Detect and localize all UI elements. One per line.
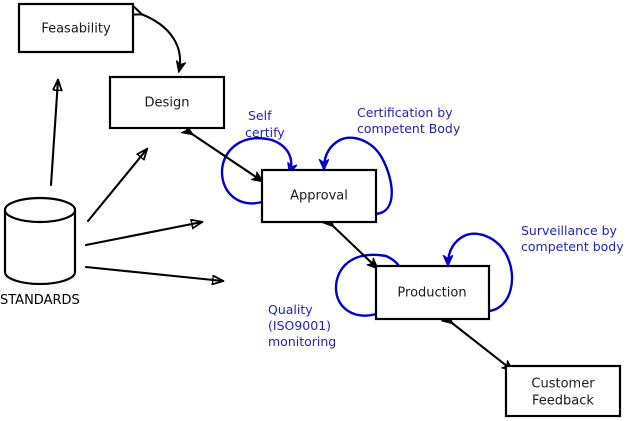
annotation-certification-line2: competent Body: [357, 121, 461, 136]
annotation-self-certify-line1: Self: [248, 108, 272, 123]
node-customer-feedback-label-line2: Feedback: [532, 394, 594, 409]
node-approval-label: Approval: [290, 189, 348, 204]
annotation-quality-monitoring: Quality (ISO9001) monitoring: [268, 302, 336, 349]
annotation-certification: Certification by competent Body: [357, 105, 461, 136]
node-customer-feedback-label-line1: Customer: [531, 377, 595, 392]
annotation-self-certify-line2: certify: [245, 125, 285, 140]
annotation-self-certify: Self certify: [245, 108, 285, 140]
loop-arrow-certification: [324, 136, 393, 216]
annotation-surveillance: Surveillance by competent body: [521, 223, 624, 254]
edge-standards-feasability: [49, 80, 58, 187]
edge-approval-production: [333, 226, 377, 268]
edge-feasability-design: [141, 14, 180, 71]
node-customer-feedback[interactable]: Customer Feedback: [504, 364, 622, 418]
edge-production-customer-feedback: [452, 323, 512, 370]
node-production[interactable]: Production: [374, 264, 491, 321]
edge-standards-production: [84, 265, 223, 281]
edge-standards-approval: [84, 222, 202, 247]
annotation-surveillance-line2: competent body: [521, 239, 624, 254]
edge-standards-design: [86, 149, 147, 223]
annotation-surveillance-line1: Surveillance by: [521, 223, 618, 238]
loop-arrow-surveillance: [448, 232, 514, 313]
node-production-label: Production: [397, 286, 466, 301]
node-feasability-label: Feasability: [41, 22, 111, 37]
annotation-quality-line1: Quality: [268, 302, 313, 317]
node-approval[interactable]: Approval: [260, 168, 378, 224]
annotation-quality-line2: (ISO9001): [268, 318, 331, 333]
node-standards[interactable]: STANDARDS: [0, 196, 80, 308]
node-design[interactable]: Design: [108, 75, 226, 130]
node-feasability[interactable]: Feasability: [17, 2, 135, 54]
node-design-label: Design: [145, 96, 190, 111]
annotation-quality-line3: monitoring: [268, 334, 336, 349]
node-standards-label: STANDARDS: [0, 293, 80, 308]
edge-design-approval: [192, 134, 262, 181]
annotation-certification-line1: Certification by: [357, 105, 453, 120]
